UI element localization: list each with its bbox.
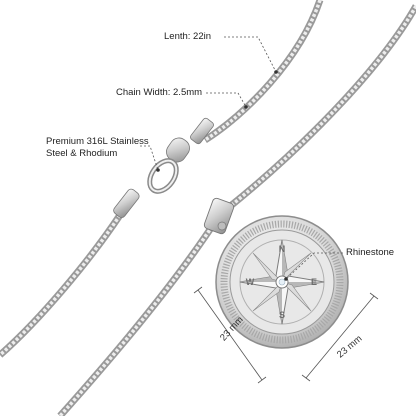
- dimension-guides: [193, 286, 379, 384]
- material-label-line2: Steel & Rhodium: [46, 148, 118, 159]
- compass-letter-w: W: [246, 277, 255, 287]
- chain-width-leader: [206, 92, 247, 108]
- rhinestone-leader: [285, 252, 343, 280]
- callout-dots: [156, 70, 288, 281]
- compass-letter-s: S: [279, 310, 285, 320]
- lobster-clasp: [113, 117, 214, 218]
- length-leader: [224, 36, 277, 73]
- material-label: Premium 316L Stainless Steel & Rhodium: [46, 136, 149, 160]
- length-label: Lenth: 22in: [164, 31, 212, 42]
- right-dimension-line: [305, 295, 375, 379]
- pendant-bail: [203, 197, 235, 235]
- chain-width-label: Chain Width: 2.5mm: [116, 87, 203, 98]
- compass-medallion: N E S W: [215, 215, 349, 349]
- material-label-line1: Premium 316L Stainless: [46, 136, 149, 147]
- left-dimension-line: [197, 289, 263, 381]
- rhinestone-label: Rhinestone: [346, 247, 395, 258]
- callout-lines: [140, 36, 343, 280]
- compass-letter-n: N: [279, 244, 286, 254]
- material-leader: [140, 145, 159, 171]
- compass-letter-e: E: [311, 277, 317, 287]
